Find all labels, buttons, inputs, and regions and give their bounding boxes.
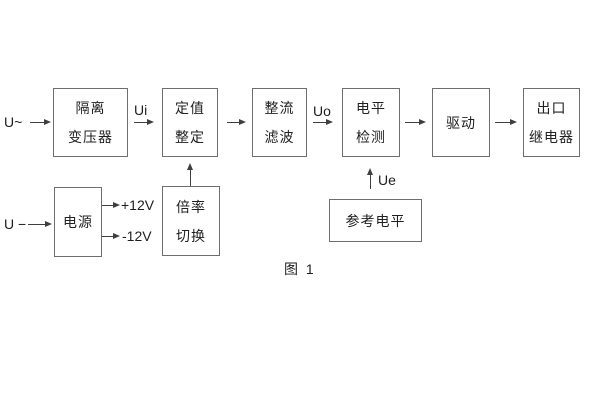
block-output-relay: 出口 继电器 — [523, 88, 580, 157]
block-label: 定值 — [175, 100, 205, 116]
arrow-reference-to-level — [367, 168, 373, 189]
arrow-power-plus-12v — [102, 202, 120, 208]
label-ac-input: U~ — [4, 114, 23, 130]
block-setting-adjust: 定值 整定 — [162, 88, 218, 157]
block-level-detection: 电平 检测 — [342, 88, 400, 157]
block-ratio-switch: 倍率 切换 — [162, 186, 220, 256]
block-label: 隔离 — [75, 100, 106, 116]
arrow-dc-input-to-power — [28, 221, 52, 227]
block-label: 切换 — [176, 227, 206, 244]
arrow-transformer-to-setting — [134, 119, 154, 125]
block-label: 电平 — [356, 100, 386, 116]
block-label: 整定 — [175, 129, 205, 145]
block-power-supply: 电源 — [54, 187, 102, 257]
block-label: 参考电平 — [345, 212, 406, 229]
block-label: 驱动 — [446, 114, 476, 131]
figure-caption: 图 1 — [284, 261, 316, 277]
arrow-drive-to-relay — [495, 119, 517, 125]
block-rectifier-filter: 整流 滤波 — [252, 88, 307, 157]
arrow-ac-input-to-transformer — [30, 119, 51, 125]
block-drive: 驱动 — [432, 88, 490, 157]
block-label: 出口 — [536, 100, 567, 116]
block-label: 电源 — [63, 214, 93, 230]
arrow-power-minus-12v — [102, 233, 120, 239]
label-plus-12v: +12V — [121, 197, 155, 213]
block-label: 继电器 — [529, 129, 574, 145]
label-ui: Ui — [134, 102, 148, 118]
block-reference-level: 参考电平 — [329, 199, 422, 242]
block-label: 滤波 — [264, 129, 295, 145]
arrow-ratio-to-setting — [187, 163, 193, 186]
label-ue: Ue — [378, 172, 396, 188]
arrow-rectifier-to-level — [313, 119, 333, 125]
block-isolation-transformer: 隔离 变压器 — [53, 88, 128, 157]
block-label: 检测 — [356, 129, 386, 145]
arrow-level-to-drive — [405, 119, 426, 125]
block-label: 整流 — [264, 100, 295, 116]
label-uo: Uo — [313, 103, 331, 119]
block-label: 倍率 — [176, 198, 206, 215]
block-label: 变压器 — [68, 129, 113, 145]
arrow-setting-to-rectifier — [227, 119, 246, 125]
label-dc-input: U − — [4, 216, 27, 232]
label-minus-12v: -12V — [122, 228, 152, 244]
